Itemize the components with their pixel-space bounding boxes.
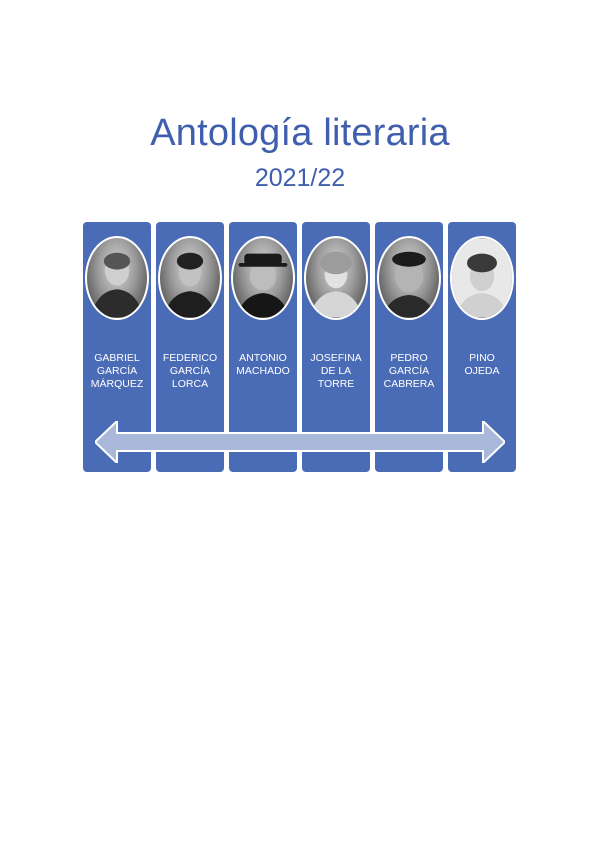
document-title: Antología literaria [150,112,450,154]
document-subtitle: 2021/22 [254,164,346,192]
author-portrait [85,236,149,320]
author-portrait [450,236,514,320]
author-portrait [377,236,441,320]
author-portrait [158,236,222,320]
double-arrow-icon [95,421,505,463]
author-portrait [231,236,295,320]
author-portrait [304,236,368,320]
